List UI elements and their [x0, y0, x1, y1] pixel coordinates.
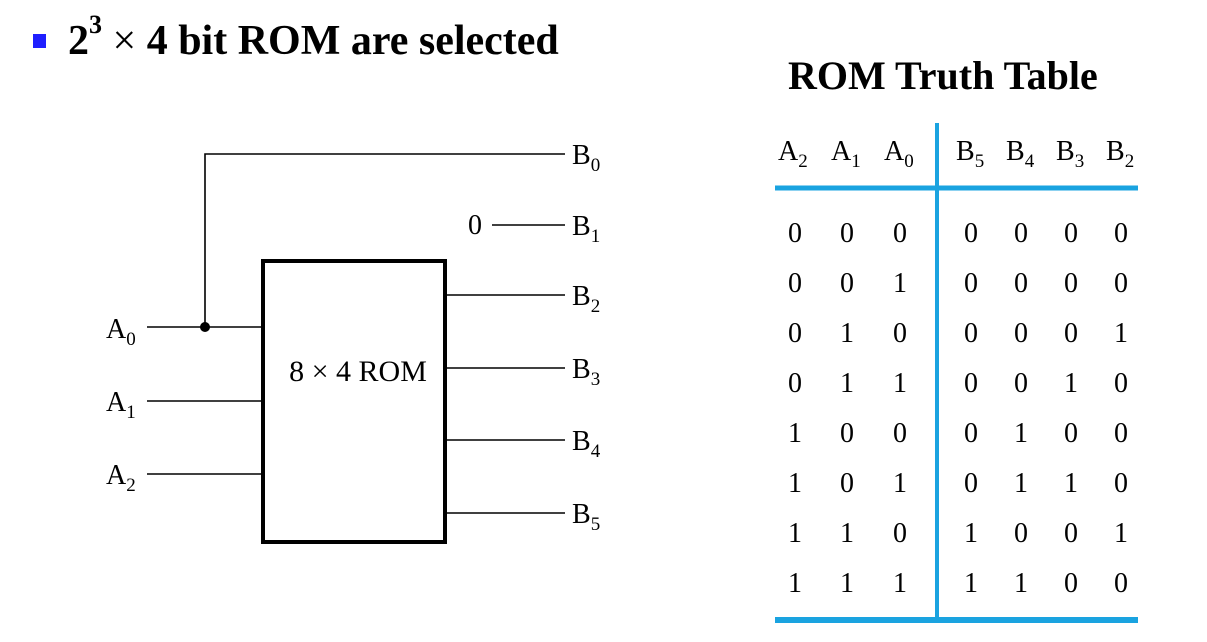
- input-label-a1: A1: [106, 387, 136, 423]
- output-cell: 0: [964, 318, 978, 349]
- output-cell: 1: [1114, 318, 1128, 349]
- truth-table-header: A2 A1 A0 B5 B4 B3 B2: [778, 136, 1134, 172]
- output-cell: 0: [1064, 218, 1078, 249]
- input-cell: 0: [893, 318, 907, 349]
- rom-box: [261, 259, 447, 544]
- output-cell: 0: [964, 368, 978, 399]
- output-label-b5: B5: [572, 499, 600, 535]
- input-label-a2: A2: [106, 460, 136, 496]
- output-label-b0: B0: [572, 140, 600, 176]
- constant-zero: 0: [468, 210, 482, 241]
- table-row: 0 1 0 0 0 0 1: [788, 318, 1128, 349]
- rom-label: 8 × 4 ROM: [289, 355, 427, 388]
- input-cell: 0: [840, 218, 854, 249]
- input-cell: 1: [840, 568, 854, 599]
- input-cell: 1: [893, 468, 907, 499]
- heading-times: ×: [102, 18, 147, 64]
- input-cell: 0: [840, 418, 854, 449]
- heading-base: 2: [68, 18, 89, 64]
- output-cell: 0: [1014, 368, 1028, 399]
- input-cell: 0: [893, 518, 907, 549]
- output-cell: 1: [1114, 518, 1128, 549]
- input-cell: 0: [788, 268, 802, 299]
- table-row: 0 0 1 0 0 0 0: [788, 268, 1128, 299]
- slide-heading: 23 × 4 bit ROM are selected: [68, 10, 559, 65]
- header-b5: B5: [956, 136, 984, 172]
- output-cell: 1: [964, 518, 978, 549]
- output-cell: 0: [1014, 518, 1028, 549]
- input-cell: 1: [788, 568, 802, 599]
- input-cell: 1: [840, 518, 854, 549]
- header-b2: B2: [1106, 136, 1134, 172]
- header-a2: A2: [778, 136, 808, 172]
- input-cell: 1: [788, 518, 802, 549]
- input-cell: 1: [893, 368, 907, 399]
- table-row: 1 0 0 0 1 0 0: [788, 418, 1128, 449]
- input-cell: 1: [840, 368, 854, 399]
- header-b4: B4: [1006, 136, 1035, 172]
- output-cell: 0: [1064, 418, 1078, 449]
- output-cell: 0: [1014, 218, 1028, 249]
- table-row: 1 1 0 1 0 0 1: [788, 518, 1128, 549]
- output-cell: 1: [1064, 368, 1078, 399]
- table-row: 1 1 1 1 1 0 0: [788, 568, 1128, 599]
- output-cell: 1: [1014, 568, 1028, 599]
- heading-exponent: 3: [89, 10, 102, 39]
- input-cell: 1: [840, 318, 854, 349]
- table-row: 0 1 1 0 0 1 0: [788, 368, 1128, 399]
- input-cell: 1: [788, 468, 802, 499]
- output-cell: 0: [1114, 368, 1128, 399]
- truth-table-rules: [775, 123, 1138, 623]
- output-cell: 0: [1114, 218, 1128, 249]
- header-a1: A1: [831, 136, 861, 172]
- bullet-marker: [33, 34, 46, 48]
- output-cell: 0: [1014, 318, 1028, 349]
- header-b3: B3: [1056, 136, 1084, 172]
- output-cell: 0: [1064, 268, 1078, 299]
- output-cell: 0: [1064, 568, 1078, 599]
- input-cell: 0: [788, 218, 802, 249]
- input-cell: 1: [788, 418, 802, 449]
- output-cell: 0: [1064, 518, 1078, 549]
- output-label-b1: B1: [572, 211, 600, 247]
- input-cell: 0: [893, 218, 907, 249]
- input-cell: 0: [788, 318, 802, 349]
- header-a0: A0: [884, 136, 914, 172]
- wire-b0: [204, 153, 565, 327]
- output-cell: 1: [1064, 468, 1078, 499]
- output-cell: 0: [964, 468, 978, 499]
- output-label-b4: B4: [572, 426, 601, 462]
- output-cell: 0: [1014, 268, 1028, 299]
- input-cell: 0: [893, 418, 907, 449]
- heading-rest: 4 bit ROM are selected: [146, 18, 559, 64]
- output-cell: 0: [964, 418, 978, 449]
- truth-table-title: ROM Truth Table: [788, 53, 1098, 98]
- table-row: 1 0 1 0 1 1 0: [788, 468, 1128, 499]
- table-row: 0 0 0 0 0 0 0: [788, 218, 1128, 249]
- output-cell: 0: [1114, 268, 1128, 299]
- junction-dot: [200, 322, 210, 332]
- input-label-a0: A0: [106, 314, 136, 350]
- output-cell: 1: [1014, 418, 1028, 449]
- output-label-b2: B2: [572, 281, 600, 317]
- output-cell: 0: [1064, 318, 1078, 349]
- input-cell: 0: [840, 268, 854, 299]
- output-cell: 0: [964, 218, 978, 249]
- rom-block-diagram: 8 × 4 ROM 0 A0 A1 A2 B0 B1 B2 B3 B4 B5: [106, 140, 601, 544]
- output-cell: 0: [1114, 418, 1128, 449]
- input-cell: 0: [840, 468, 854, 499]
- output-label-b3: B3: [572, 354, 600, 390]
- output-cell: 0: [1114, 468, 1128, 499]
- output-cell: 0: [964, 268, 978, 299]
- input-cell: 0: [788, 368, 802, 399]
- input-cell: 1: [893, 568, 907, 599]
- input-cell: 1: [893, 268, 907, 299]
- output-cell: 1: [964, 568, 978, 599]
- output-cell: 1: [1014, 468, 1028, 499]
- output-cell: 0: [1114, 568, 1128, 599]
